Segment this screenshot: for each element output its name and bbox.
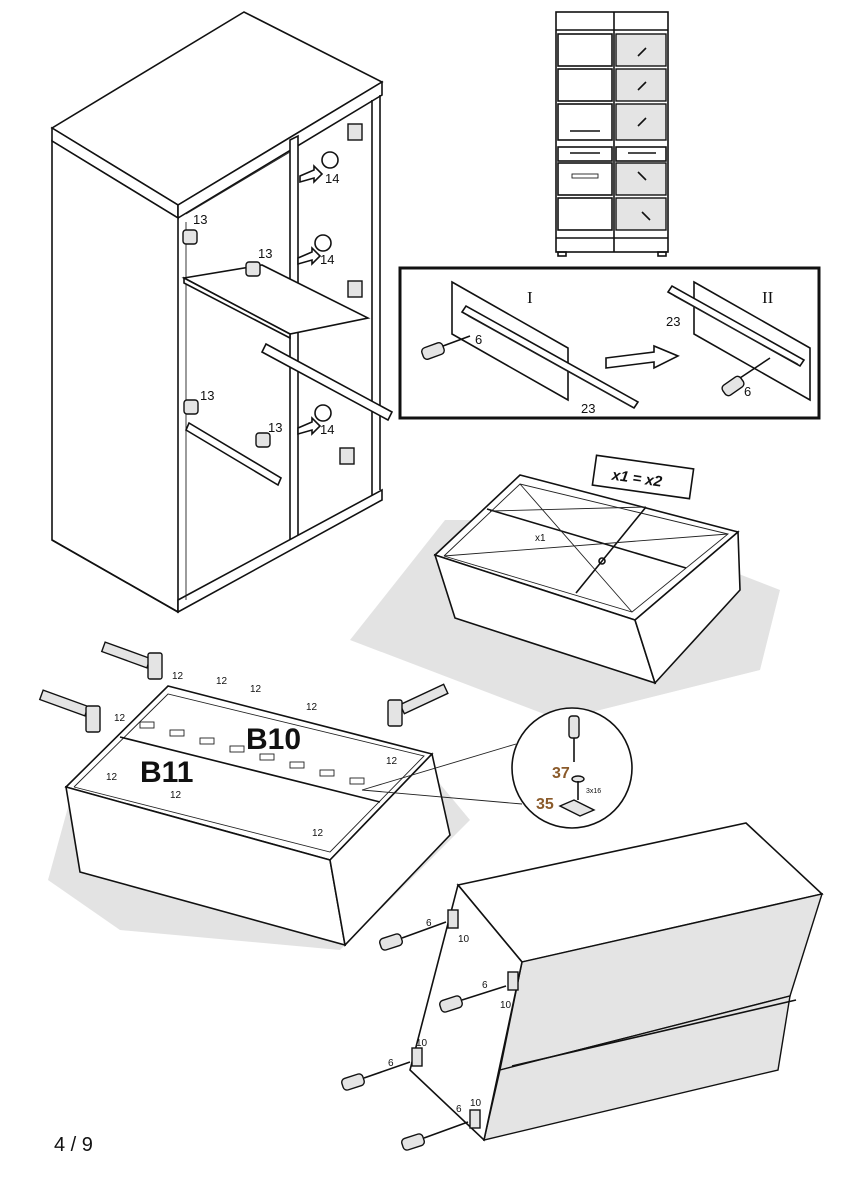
screw-label: 6 (388, 1058, 394, 1069)
nail-label: 12 (114, 713, 126, 724)
diagonal-label: x1 (535, 533, 546, 544)
fitting-label: 10 (416, 1038, 428, 1049)
rail-label: 23 (581, 401, 595, 416)
screw-label: 6 (482, 980, 488, 991)
screwdriver-icon (721, 357, 771, 397)
cabinet-front-view-thumbnail (555, 11, 669, 257)
nail-label: 12 (386, 756, 398, 767)
nail-label: 12 (170, 790, 182, 801)
step2-rail-mounting-box: I 6 23 II 23 6 (398, 266, 821, 420)
stage-one-label: I (527, 288, 533, 307)
part-13-label: 13 (193, 212, 207, 227)
step1-cabinet-illustration: 13 13 13 13 14 14 14 (50, 11, 394, 614)
rail-label: 23 (666, 314, 680, 329)
part-37-label: 37 (552, 765, 570, 782)
hammer-icon (38, 641, 449, 733)
nail-label: 12 (312, 828, 324, 839)
screw-label: 6 (456, 1104, 462, 1115)
slot-row (139, 721, 365, 785)
screw-size-label: 3x16 (586, 788, 601, 795)
fitting-label: 10 (458, 934, 470, 945)
part-35-label: 35 (536, 796, 554, 813)
stage-two-label: II (762, 288, 774, 307)
part-13-label: 13 (258, 246, 272, 261)
hinge-fitting-icon (411, 909, 519, 1129)
screwdriver-icon (568, 715, 580, 762)
screwdriver-icon (341, 921, 507, 1151)
shelf-support-icon (182, 229, 271, 448)
part-13-label: 13 (200, 388, 214, 403)
hinge-plate-icon (297, 123, 363, 465)
part-14-label: 14 (325, 171, 339, 186)
part-14-label: 14 (320, 422, 334, 437)
nail-label: 12 (250, 684, 262, 695)
nail-label: 12 (306, 702, 318, 713)
nail-label: 12 (216, 676, 228, 687)
nail-label: 12 (106, 772, 118, 783)
screw-icon (558, 775, 596, 817)
panel-b11-label: B11 (140, 756, 193, 789)
screw-label: 6 (475, 332, 482, 347)
screw-label: 6 (426, 918, 432, 929)
part-13-label: 13 (268, 420, 282, 435)
screwdriver-icon (421, 335, 471, 360)
panel-b10-label: B10 (246, 723, 301, 756)
page-number: 4 / 9 (54, 1134, 93, 1156)
fitting-label: 10 (500, 1000, 512, 1011)
detail-callout (511, 707, 633, 829)
step5-drawer-fronts-illustration: 6 10 6 10 6 10 6 10 (341, 822, 824, 1151)
nail-label: 12 (172, 671, 184, 682)
fitting-label: 10 (470, 1098, 482, 1109)
step3-square-check-illustration: x1 = x2 x1 (350, 454, 780, 720)
screw-label: 6 (744, 384, 751, 399)
next-step-arrow-icon (605, 344, 680, 370)
part-14-label: 14 (320, 252, 334, 267)
step4-back-panel-illustration: B10 B11 12 12 12 12 12 12 12 12 12 (38, 641, 633, 950)
